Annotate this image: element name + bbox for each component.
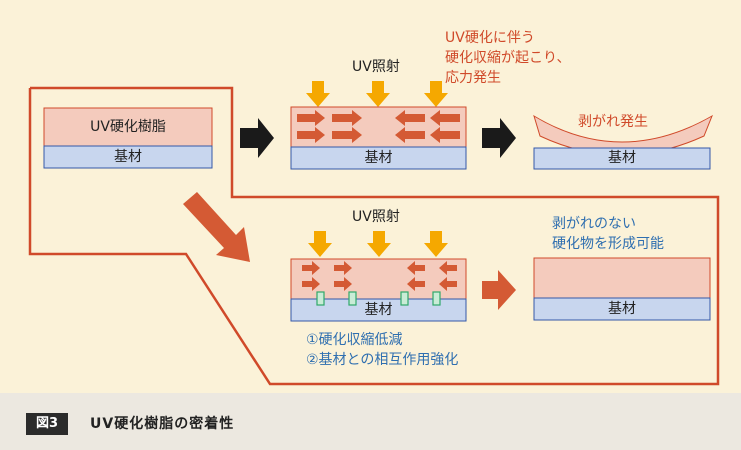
result-note-line1: 剥がれのない xyxy=(552,216,636,232)
shrink-arrow-icon xyxy=(332,110,362,126)
uv-arrow-group xyxy=(308,231,448,257)
shrink-arrow-icon xyxy=(430,110,460,126)
substrate-layer xyxy=(290,146,467,170)
shrink-arrow-icon xyxy=(407,277,425,291)
resin-layer xyxy=(533,257,711,299)
diagonal-transition-arrow xyxy=(183,192,250,262)
anchor-icon xyxy=(400,291,409,306)
anchor-icon xyxy=(316,291,325,306)
uv-irradiation-label: UV照射 xyxy=(352,59,400,75)
interface-anchors xyxy=(316,291,441,306)
substrate-layer xyxy=(290,298,467,322)
shrinkage-note-line3: 応力発生 xyxy=(445,70,501,86)
shrink-arrow-icon xyxy=(332,127,362,143)
shrink-arrow-icon xyxy=(395,110,425,126)
anchor-icon xyxy=(348,291,357,306)
shrink-arrow-icon xyxy=(439,277,457,291)
shrinkage-note-line1: UV硬化に伴う xyxy=(445,30,535,46)
process-arrow-icon xyxy=(240,118,274,158)
uv-arrow-icon xyxy=(367,231,391,257)
shrinkage-note-line2: 硬化収縮が起こり、 xyxy=(445,50,571,66)
anchor-icon xyxy=(432,291,441,306)
shrink-arrow-icon xyxy=(439,261,457,275)
shrink-arrow-icon xyxy=(395,127,425,143)
shrink-arrow-icon xyxy=(407,261,425,275)
comparison-outline xyxy=(28,86,720,386)
uv-arrow-icon xyxy=(366,81,390,107)
shrink-arrow-icon xyxy=(297,110,325,126)
shrink-arrows xyxy=(297,110,460,143)
shrink-arrow-icon xyxy=(334,261,352,275)
diagram-canvas xyxy=(28,81,720,386)
shrink-arrow-icon xyxy=(430,127,460,143)
uv-arrow-icon xyxy=(308,231,332,257)
peeling-label: 剥がれ発生 xyxy=(578,114,648,130)
substrate-label: 基材 xyxy=(608,301,636,317)
resin-layer xyxy=(43,107,213,147)
substrate-layer xyxy=(533,147,711,170)
substrate-layer xyxy=(533,297,711,321)
result-note-line2: 硬化物を形成可能 xyxy=(552,236,664,252)
improvement-point-1: ①硬化収縮低減 xyxy=(306,332,403,348)
shrink-arrow-icon xyxy=(334,277,352,291)
substrate-label: 基材 xyxy=(364,150,393,166)
substrate-layer xyxy=(43,145,213,169)
substrate-label: 基材 xyxy=(364,302,393,318)
shrink-arrow-icon xyxy=(302,261,320,275)
process-arrow-icon xyxy=(482,270,516,310)
reduced-shrink-arrows xyxy=(302,261,457,291)
process-arrow-icon xyxy=(482,118,516,158)
figure-title: UV硬化樹脂の密着性 xyxy=(90,416,235,432)
process-arrow-icon xyxy=(183,192,250,262)
figure-caption: 図3 UV硬化樹脂の密着性 xyxy=(0,393,741,450)
uv-arrow-icon xyxy=(424,231,448,257)
substrate-label: 基材 xyxy=(114,149,142,165)
uv-arrow-icon xyxy=(424,81,448,107)
uv-arrow-icon xyxy=(306,81,330,107)
figure-number-badge: 図3 xyxy=(26,413,69,435)
uv-arrow-group xyxy=(306,81,448,107)
shrink-arrow-icon xyxy=(302,277,320,291)
improvement-point-2: ②基材との相互作用強化 xyxy=(306,352,459,368)
substrate-label: 基材 xyxy=(608,150,636,166)
shrink-arrow-icon xyxy=(297,127,325,143)
resin-label: UV硬化樹脂 xyxy=(90,119,166,135)
uv-irradiation-label: UV照射 xyxy=(352,209,400,225)
